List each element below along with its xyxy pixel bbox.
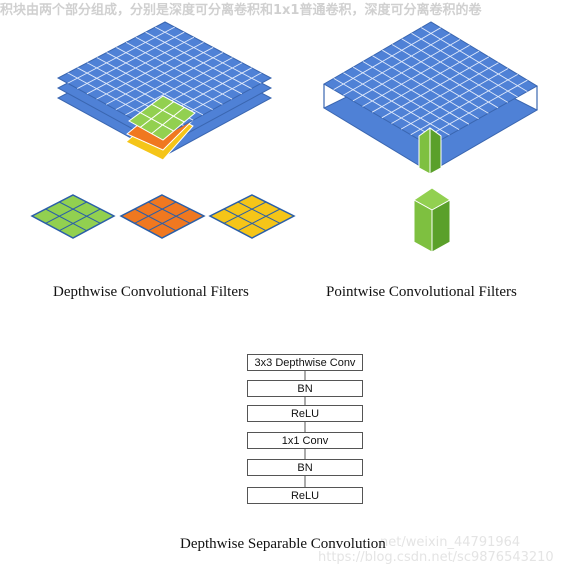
kernel-orange-separate xyxy=(119,194,206,239)
flow-step-bn-2: BN xyxy=(247,459,363,476)
flow-step-relu-2: ReLU xyxy=(247,487,363,504)
pointwise-top-face xyxy=(323,21,538,147)
caption-separable: Depthwise Separable Convolution xyxy=(180,536,386,552)
caption-depthwise: Depthwise Convolutional Filters xyxy=(53,284,249,300)
flow-step-bn-1: BN xyxy=(247,380,363,397)
watermark-line-2: https://blog.csdn.net/sc9876543210 xyxy=(318,550,554,565)
depthwise-stack xyxy=(56,21,273,161)
flow-step-relu-1: ReLU xyxy=(247,405,363,422)
green-kernel-grid xyxy=(140,101,185,135)
pointwise-kernel-prism xyxy=(413,187,451,253)
pointwise-top-grid xyxy=(333,27,528,141)
kernel-yellow-separate xyxy=(208,194,296,239)
kernel-green-separate xyxy=(30,194,116,239)
watermark-line-1: net/weixin_44791964 xyxy=(380,535,521,550)
flow-step-1x1-conv: 1x1 Conv xyxy=(247,432,363,449)
caption-pointwise: Pointwise Convolutional Filters xyxy=(326,284,517,300)
flow-step-depthwise-conv: 3x3 Depthwise Conv xyxy=(247,354,363,371)
pointwise-block xyxy=(322,21,539,175)
header-text: 积块由两个部分组成，分别是深度可分离卷积和1x1普通卷积，深度可分离卷积的卷 xyxy=(0,3,482,18)
